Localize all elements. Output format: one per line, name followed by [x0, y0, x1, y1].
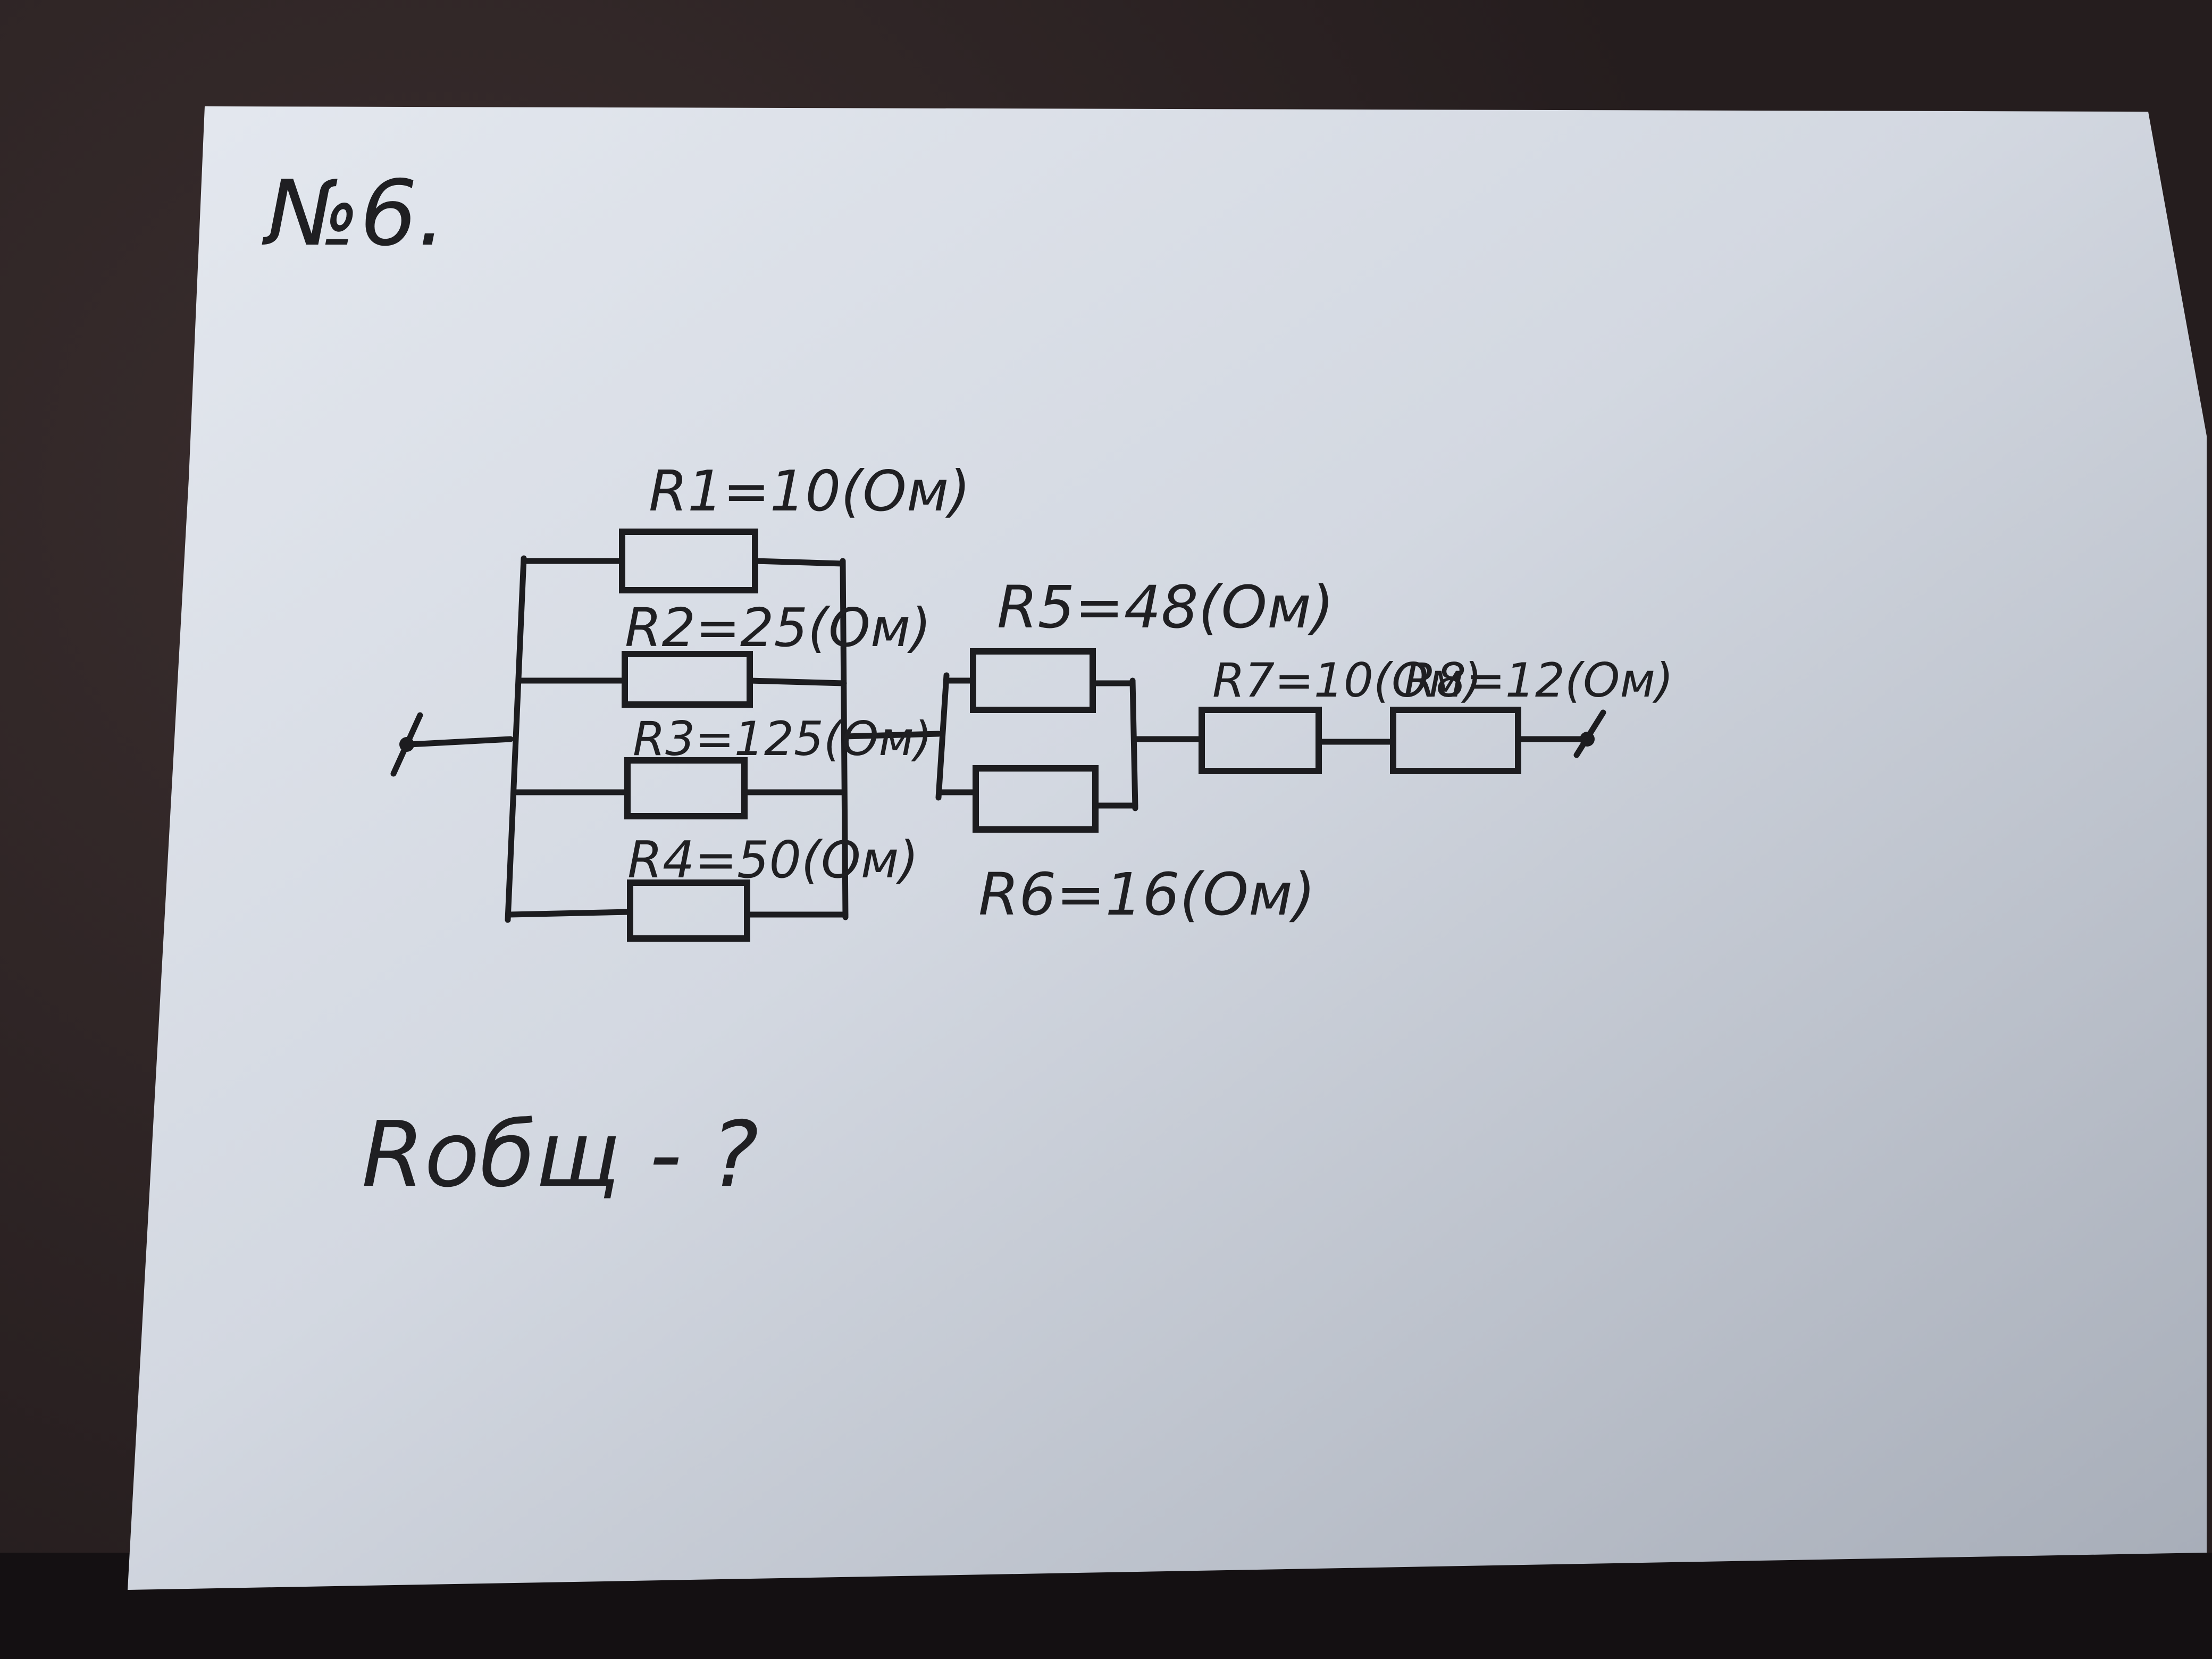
- question-text: Rобщ - ?: [362, 1102, 759, 1208]
- resistor-r6: [973, 765, 1099, 833]
- left-bus-bar: [505, 555, 527, 923]
- wire-r2-right: [747, 677, 847, 686]
- wire-left-input: [406, 736, 514, 748]
- label-r2: R2=25(Ом): [625, 597, 931, 659]
- left-terminal-dot: [399, 737, 414, 752]
- paper-surface: [128, 106, 2207, 1590]
- circuit-diagram: [390, 529, 1606, 942]
- resistor-r4: [627, 879, 750, 942]
- label-r7: R7=10(Ом): [1212, 653, 1482, 708]
- label-r1: R1=10(Ом): [649, 459, 970, 524]
- right-terminal-dot: [1580, 732, 1595, 747]
- label-r4: R4=50(Ом): [627, 831, 919, 890]
- wire-r1-right: [752, 558, 846, 567]
- wire-bank-link: [841, 731, 942, 740]
- wire-r4-left: [506, 909, 633, 918]
- problem-number: №6.: [262, 161, 446, 266]
- label-r8: R8=12(Ом): [1404, 653, 1673, 708]
- bank2-right-bus: [1129, 677, 1138, 811]
- label-r3: R3=125(Ом): [633, 711, 932, 766]
- label-r5: R5=48(Ом): [997, 573, 1334, 641]
- resistor-r3: [624, 757, 748, 819]
- bank2-left-bus: [935, 672, 950, 801]
- label-r6: R6=16(Ом): [978, 860, 1316, 928]
